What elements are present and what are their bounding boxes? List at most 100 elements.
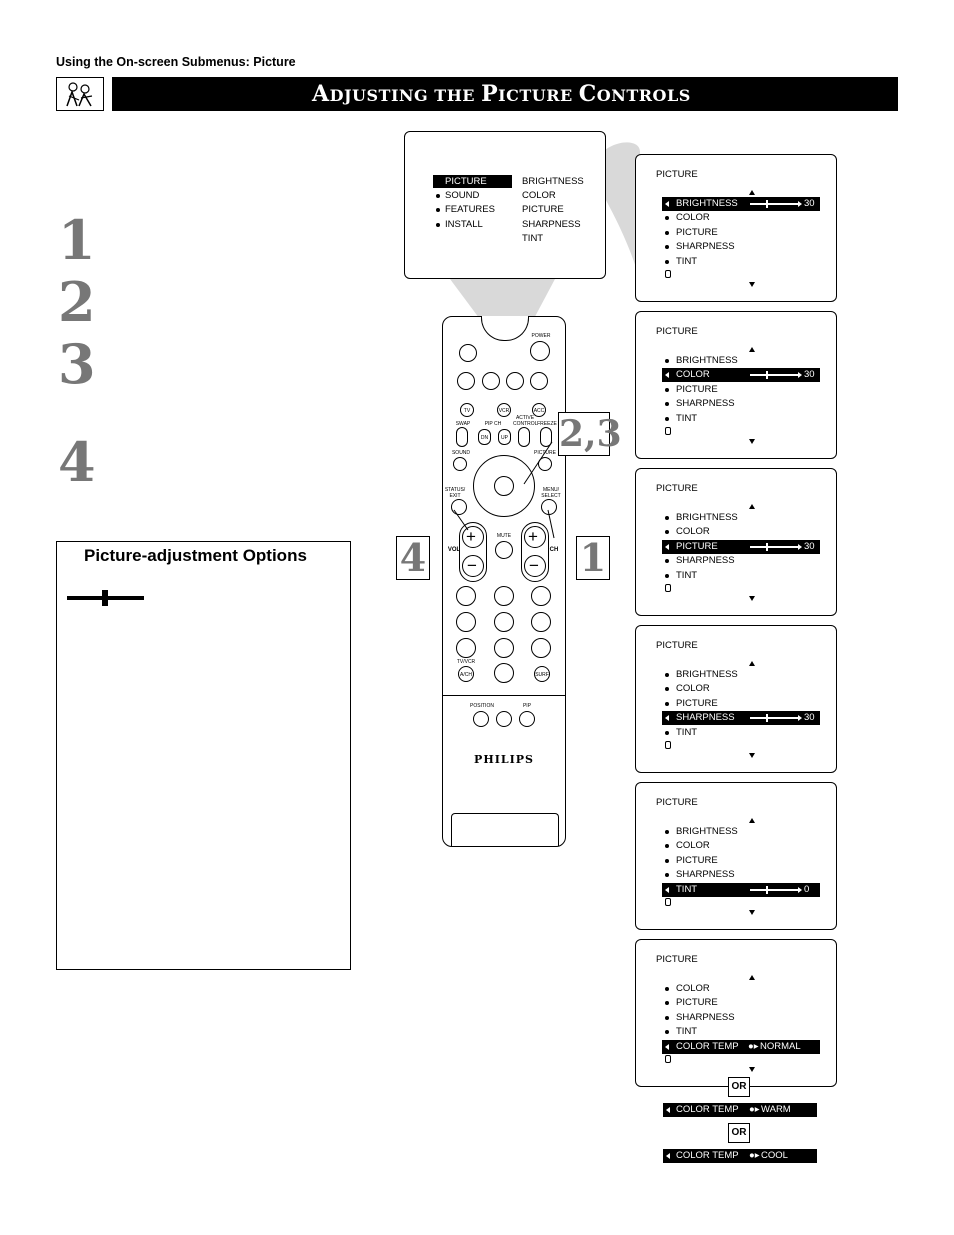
play-button[interactable] xyxy=(506,372,524,390)
bullet-icon xyxy=(665,701,669,706)
options-box-title: Picture-adjustment Options xyxy=(84,546,307,565)
scroll-down-arrow-icon xyxy=(749,753,755,758)
menu-row-label: TINT xyxy=(676,726,698,738)
menu-row[interactable]: SHARPNESS xyxy=(662,1011,820,1025)
level-slider-knob[interactable] xyxy=(766,885,768,894)
center-select-button[interactable] xyxy=(494,476,514,496)
active-control-button[interactable] xyxy=(518,427,530,447)
menu-row[interactable]: PICTURE xyxy=(662,697,820,711)
callout-steps-2-3: 2,3 xyxy=(558,412,622,456)
step-number-3: 3 xyxy=(58,332,96,396)
menu-row[interactable]: SHARPNESS xyxy=(662,554,820,568)
level-slider-knob[interactable] xyxy=(766,371,768,380)
menu-row[interactable]: TINT xyxy=(662,412,820,426)
digit-0-button[interactable] xyxy=(494,663,514,683)
menu-row[interactable]: SHARPNESS xyxy=(662,240,820,254)
level-slider-knob[interactable] xyxy=(766,200,768,208)
digit-2-button[interactable] xyxy=(494,586,514,606)
tv-button[interactable]: TV xyxy=(460,403,474,417)
digit-7-button[interactable] xyxy=(456,638,476,658)
main-menu-item-features[interactable]: FEATURES xyxy=(445,204,495,215)
left-arrow-icon xyxy=(665,543,669,550)
menu-row[interactable]: BRIGHTNESS xyxy=(662,511,820,525)
menu-row[interactable]: COLOR xyxy=(662,982,820,996)
a-ch-button[interactable]: A/CH xyxy=(458,666,474,682)
swap-button[interactable] xyxy=(456,427,468,447)
pip-ch-down-button[interactable]: DN xyxy=(478,429,491,445)
main-menu-item-picture[interactable]: PICTURE xyxy=(445,176,487,187)
menu-row[interactable]: BRIGHTNESS xyxy=(662,668,820,682)
menu-row[interactable]: PICTURE xyxy=(662,854,820,868)
digit-6-button[interactable] xyxy=(531,612,551,632)
digit-8-button[interactable] xyxy=(494,638,514,658)
fast-forward-button[interactable] xyxy=(530,372,548,390)
pip-ch-up-button[interactable]: UP xyxy=(498,429,511,445)
menu-row[interactable]: PICTURE xyxy=(662,383,820,397)
stop-button[interactable] xyxy=(482,372,500,390)
menu-row-value: 30 xyxy=(804,540,815,552)
menu-row[interactable]: TINT xyxy=(662,1025,820,1039)
slider-knob-illustration xyxy=(102,590,108,606)
menu-row[interactable]: PICTURE xyxy=(662,226,820,240)
level-slider-bar[interactable] xyxy=(750,203,798,205)
digit-3-button[interactable] xyxy=(531,586,551,606)
rewind-button[interactable] xyxy=(457,372,475,390)
sound-label: SOUND xyxy=(451,450,471,456)
menu-row[interactable]: COLOR xyxy=(662,211,820,225)
sound-button[interactable] xyxy=(453,457,467,471)
digit-4-button[interactable] xyxy=(456,612,476,632)
power-button[interactable] xyxy=(530,341,550,361)
channel-up-button[interactable]: + xyxy=(524,526,546,548)
main-menu-item-sound[interactable]: SOUND xyxy=(445,190,480,201)
menu-row[interactable]: PICTURE xyxy=(662,996,820,1010)
menu-row[interactable]: COLOR xyxy=(662,682,820,696)
mute-button[interactable] xyxy=(495,541,513,559)
volume-down-button[interactable]: − xyxy=(462,555,484,577)
level-slider-bar[interactable] xyxy=(750,374,798,377)
pip-on-button[interactable] xyxy=(496,711,512,727)
menu-row-label: BRIGHTNESS xyxy=(676,826,738,837)
menu-row[interactable]: TINT xyxy=(662,726,820,740)
surf-button[interactable]: SURF xyxy=(534,666,550,682)
bullet-icon xyxy=(665,216,669,221)
menu-row[interactable]: BRIGHTNESS xyxy=(662,354,820,368)
menu-row[interactable]: COLOR xyxy=(662,525,820,539)
level-slider-bar[interactable] xyxy=(750,888,798,891)
bullet-icon xyxy=(665,830,669,834)
menu-row[interactable]: BRIGHTNESS xyxy=(662,825,820,839)
digit-9-button[interactable] xyxy=(531,638,551,658)
small-indicator-icon xyxy=(665,584,671,592)
pause-button[interactable] xyxy=(459,344,477,362)
bullet-icon xyxy=(665,730,669,735)
freeze-button[interactable] xyxy=(540,427,552,447)
level-slider-bar[interactable] xyxy=(750,545,798,548)
pip-button[interactable] xyxy=(519,711,535,727)
menu-row[interactable]: COLOR TEMP●▸NORMAL xyxy=(662,1039,820,1054)
level-slider-knob[interactable] xyxy=(766,542,768,551)
acc-button[interactable]: ACC xyxy=(532,403,546,417)
position-button[interactable] xyxy=(473,711,489,727)
menu-row[interactable]: TINT xyxy=(662,255,820,269)
bullet-icon xyxy=(436,208,440,212)
menu-row-label: COLOR xyxy=(676,526,710,538)
pip-label: PIP xyxy=(522,703,532,709)
vcr-button[interactable]: VCR xyxy=(497,403,511,417)
menu-row[interactable]: SHARPNESS xyxy=(662,397,820,411)
menu-row[interactable]: COLOR xyxy=(662,839,820,853)
level-slider-bar[interactable] xyxy=(750,717,798,720)
picture-button[interactable] xyxy=(538,457,552,471)
main-menu-item-install[interactable]: INSTALL xyxy=(445,219,483,230)
level-slider-knob[interactable] xyxy=(766,714,768,723)
volume-up-button[interactable]: + xyxy=(462,526,484,548)
submenu-preview-brightness: BRIGHTNESS xyxy=(522,176,584,187)
digit-1-button[interactable] xyxy=(456,586,476,606)
menu-row[interactable]: TINT xyxy=(662,569,820,583)
digit-5-button[interactable] xyxy=(494,612,514,632)
channel-down-button[interactable]: − xyxy=(524,555,546,577)
menu-row[interactable]: SHARPNESS xyxy=(662,868,820,882)
